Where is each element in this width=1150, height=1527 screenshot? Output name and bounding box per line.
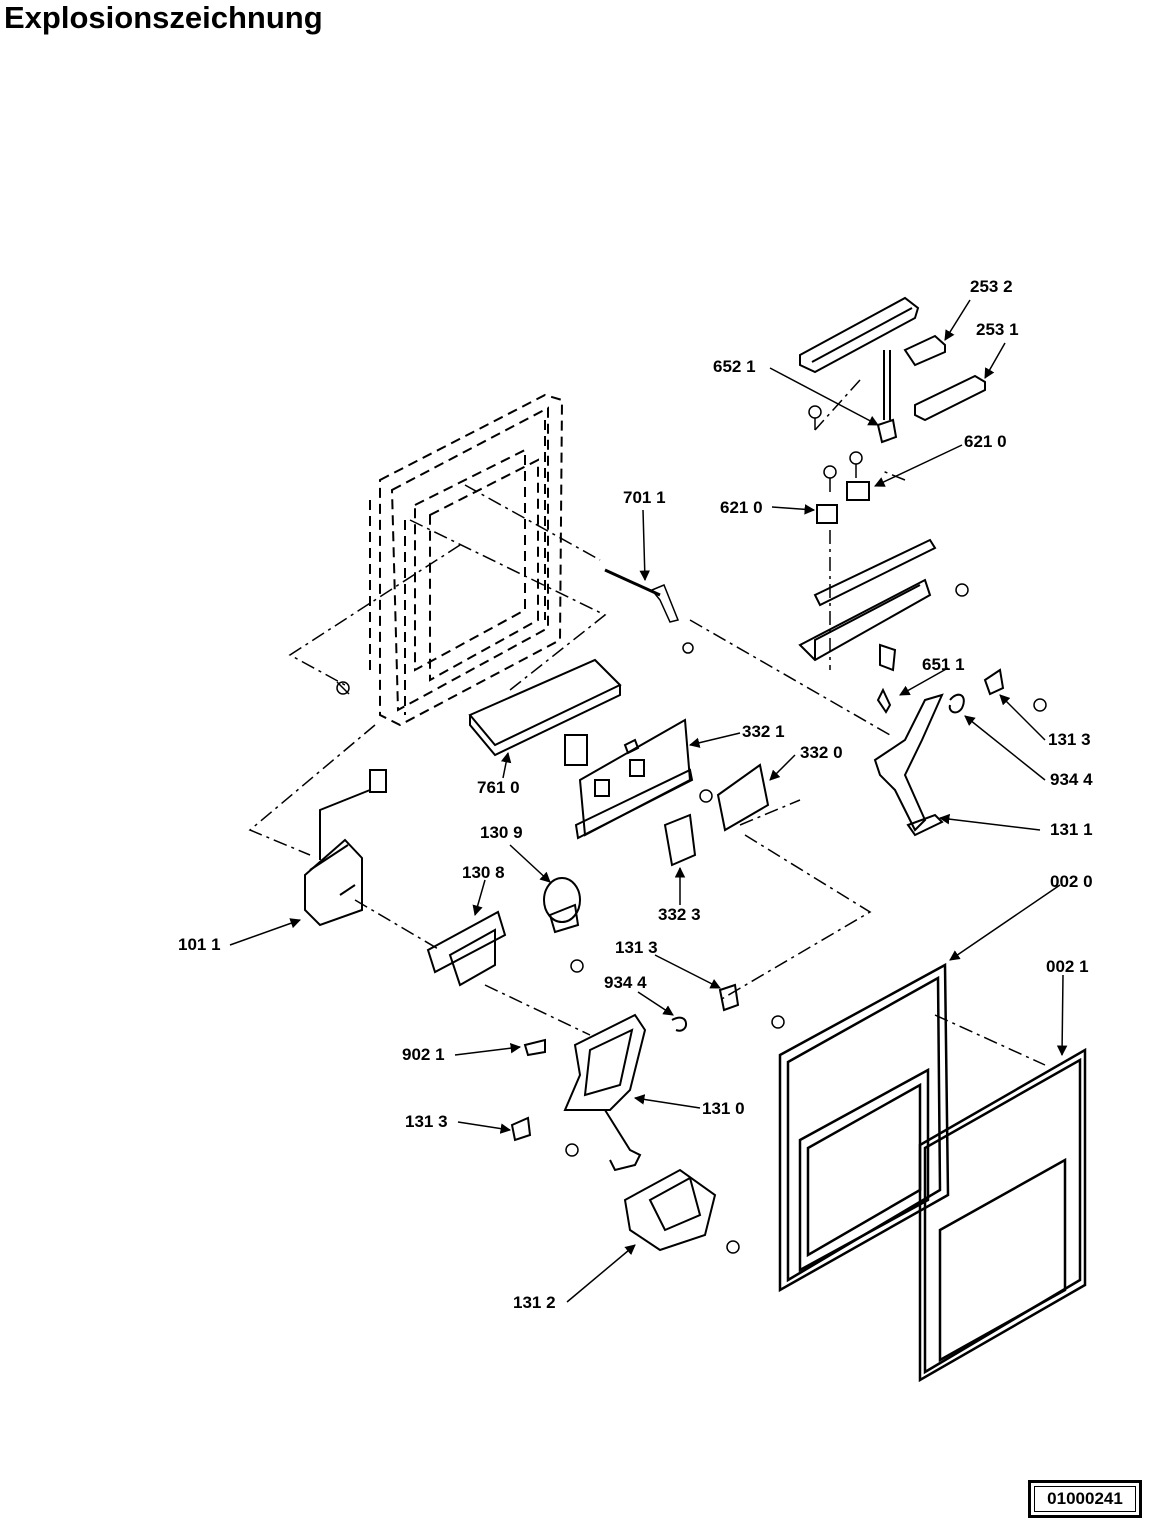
callout-label: 332 3 xyxy=(658,905,701,924)
dispenser-lever-lower xyxy=(523,1013,647,1172)
door-gasket-frame xyxy=(778,962,950,1293)
control-keypad[interactable] xyxy=(468,658,622,766)
callout-label: 934 4 xyxy=(604,973,647,992)
support-plate xyxy=(663,813,697,867)
callout-label: 131 1 xyxy=(1050,820,1093,839)
callout-label: 902 1 xyxy=(402,1045,445,1064)
electronic-module xyxy=(304,769,387,927)
callout-label: 131 3 xyxy=(1048,730,1091,749)
callout-label: 131 3 xyxy=(405,1112,448,1131)
switch-blocks xyxy=(816,481,870,524)
callout-label: 131 2 xyxy=(513,1293,556,1312)
front-door-panel xyxy=(918,1047,1087,1383)
mounting-rail xyxy=(798,538,937,714)
callout-label: 131 0 xyxy=(702,1099,745,1118)
rod-part xyxy=(604,568,694,654)
callout-label: 652 1 xyxy=(713,357,756,376)
callout-label: 002 0 xyxy=(1050,872,1093,891)
panel-bracket xyxy=(716,763,770,832)
callout-label: 130 9 xyxy=(480,823,523,842)
housing-frame xyxy=(369,393,564,727)
callout-label: 002 1 xyxy=(1046,957,1089,976)
callout-label: 332 0 xyxy=(800,743,843,762)
small-bracket xyxy=(510,1116,532,1142)
top-bracket xyxy=(799,296,986,422)
springs xyxy=(671,983,740,1032)
callout-label: 253 2 xyxy=(970,277,1013,296)
callout-label: 130 8 xyxy=(462,863,505,882)
callout-label: 761 0 xyxy=(477,778,520,797)
callout-label: 131 3 xyxy=(615,938,658,957)
dispenser-lever-upper xyxy=(873,668,1005,837)
micro-switch xyxy=(876,350,898,444)
page-title: Explosionszeichnung xyxy=(4,0,323,35)
screws xyxy=(336,405,1047,1254)
callout-labels: 253 2 253 1 652 1 621 0 621 0 701 1 651 … xyxy=(178,277,1093,1312)
document-id: 01000241 xyxy=(1034,1486,1136,1512)
callout-label: 701 1 xyxy=(623,488,666,507)
callout-label: 651 1 xyxy=(922,655,965,674)
document-id-box: 01000241 xyxy=(1028,1480,1142,1518)
callout-label: 934 4 xyxy=(1050,770,1093,789)
callout-label: 332 1 xyxy=(742,722,785,741)
callout-label: 253 1 xyxy=(976,320,1019,339)
assembly-lines xyxy=(248,379,1046,1066)
actuator-bracket xyxy=(426,910,507,987)
callout-label: 621 0 xyxy=(964,432,1007,451)
control-panel-board xyxy=(574,718,694,840)
leader-lines xyxy=(229,299,1068,1303)
ice-chute xyxy=(623,1168,717,1252)
callout-label: 101 1 xyxy=(178,935,221,954)
callout-label: 621 0 xyxy=(720,498,763,517)
solenoid xyxy=(543,877,581,934)
